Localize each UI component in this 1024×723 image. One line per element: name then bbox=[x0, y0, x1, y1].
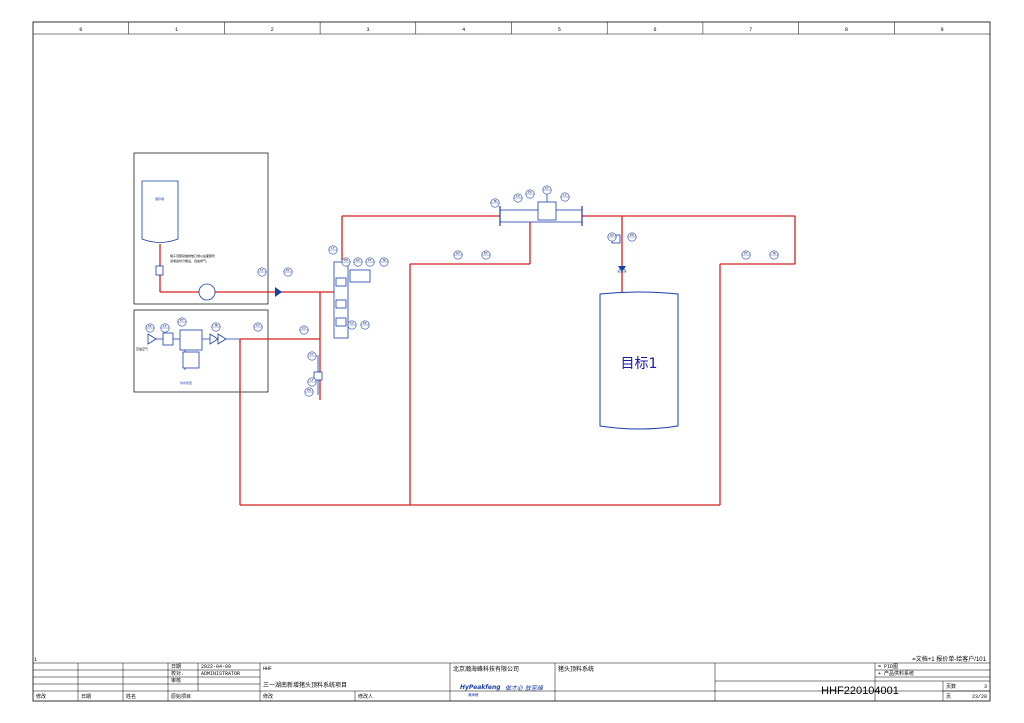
pump-icon bbox=[198, 283, 216, 301]
grid-row-marker: 1 bbox=[34, 657, 37, 663]
instrument-tag: FT bbox=[163, 325, 167, 328]
target-tank-label: 目标1 bbox=[621, 356, 658, 372]
instrument-tag: TE bbox=[772, 252, 776, 255]
motor-icon bbox=[349, 269, 371, 283]
tb-pages-label: 页数 bbox=[946, 683, 956, 690]
instrument-tag: TE bbox=[214, 324, 218, 327]
company-name: 北京瀚海峰科技有限公司 bbox=[453, 665, 519, 673]
source-note-line2: 道或适时分散设，自由排气。 bbox=[170, 258, 209, 263]
target-tank-icon bbox=[599, 291, 679, 430]
grid-column-label: 7 bbox=[749, 27, 752, 33]
instrument-tag: PT bbox=[368, 259, 372, 262]
instrument-tag: FV bbox=[350, 322, 354, 325]
tb-right-line1: = PID图 bbox=[878, 664, 898, 670]
tb-right-line2: + 产品供料系统 bbox=[878, 670, 914, 677]
grid-column-label: 1 bbox=[175, 27, 178, 33]
instrument-tag: PS bbox=[307, 389, 311, 392]
instrument-tag: LT bbox=[331, 247, 335, 250]
instrument-tag: LT bbox=[563, 194, 567, 197]
drawing-number: HHF220104001 bbox=[821, 685, 899, 697]
instrument-tag: FV bbox=[516, 195, 520, 198]
sheet-border bbox=[32, 21, 991, 702]
instrument-tag: PT bbox=[744, 252, 748, 255]
instrument-tag: PI bbox=[528, 191, 532, 194]
tb-date-label: 日期 bbox=[171, 664, 181, 670]
company-slogan: 做才必 放至峰 bbox=[505, 684, 544, 692]
instrument-tag: FT bbox=[260, 269, 264, 272]
instrument-tag: PT bbox=[484, 252, 488, 255]
instrument-tag: TE bbox=[493, 200, 497, 203]
tank-inlet-valve-icon bbox=[618, 266, 626, 272]
tb-code-short: HHF bbox=[263, 666, 272, 672]
tb-page-label: 页 bbox=[946, 694, 951, 700]
tb-page-value: 23/28 bbox=[972, 694, 987, 700]
instrument-tag: PI bbox=[363, 322, 367, 325]
instrument-tag: FV bbox=[302, 327, 306, 330]
instrument-tag: HV bbox=[356, 259, 360, 262]
tb-modifier-label: 修改人 bbox=[358, 693, 373, 700]
system-name: 猪头顶料系统 bbox=[558, 665, 594, 673]
separator-icon bbox=[182, 351, 200, 369]
tb-date-value: 2022-04-09 bbox=[201, 664, 231, 670]
instrument-bubbles: PT TE FV PI FT LT PS HV PT TE FV PI FT LT PS HV PT TE FV PI… bbox=[145, 185, 779, 397]
instrument-tag: FV bbox=[256, 324, 260, 327]
grid-column-label: 2 bbox=[271, 27, 274, 33]
supply-unit-label: 供水装置 bbox=[180, 380, 192, 385]
source-tank-label: 储存罐 bbox=[155, 196, 164, 201]
regulator-icon bbox=[162, 332, 174, 346]
grid-column-label: 5 bbox=[558, 27, 561, 33]
grid-column-label: 9 bbox=[941, 27, 944, 33]
source-skid-box bbox=[133, 152, 269, 305]
grid-column-label: 4 bbox=[462, 27, 465, 33]
instrument-tag: PS bbox=[344, 259, 348, 262]
grid-column-header: 0 1 2 3 4 5 6 7 8 9 bbox=[79, 22, 944, 34]
source-tank-icon bbox=[141, 180, 179, 243]
grid-column-label: 0 bbox=[79, 27, 82, 33]
source-valve-icon bbox=[155, 265, 164, 276]
company-logo-sub: 瀚海峰 bbox=[468, 692, 479, 697]
check-valve-icon bbox=[209, 333, 219, 345]
tb-label-modify: 修改 bbox=[36, 693, 46, 700]
instrument-tag: PT bbox=[180, 319, 184, 322]
instrument-tag: TE bbox=[382, 259, 386, 262]
instrument-tag: FT bbox=[545, 187, 549, 190]
instrument-tag: PS bbox=[630, 234, 634, 237]
tb-pages-value: 3 bbox=[984, 684, 987, 690]
grid-column-label: 8 bbox=[845, 27, 848, 33]
project-name: 三一湖南新增猪头顶料系统项目 bbox=[263, 681, 347, 689]
instrument-tag: LT bbox=[310, 379, 314, 382]
tb-checked-value: ADMINISTRATOR bbox=[201, 671, 240, 677]
inlet-arrow-icon bbox=[147, 333, 157, 345]
tb-checked-label: 校对. bbox=[171, 670, 184, 677]
instrument-tag: FT bbox=[310, 353, 314, 356]
instrument-tag: PI bbox=[286, 269, 290, 272]
tb-approved-label: 审核 bbox=[171, 677, 181, 684]
tb-project-label: 原始项目 bbox=[171, 693, 191, 700]
tb-modify-label: 修改 bbox=[263, 693, 273, 700]
inlet-label: 压缩空气 bbox=[136, 346, 148, 351]
tb-label-date: 日期 bbox=[81, 694, 91, 700]
title-block bbox=[33, 662, 990, 701]
revision-note: =文档+1 报价单-给客户/101 bbox=[912, 655, 986, 663]
tb-label-name: 姓名 bbox=[126, 693, 136, 700]
instrument-tag: HV bbox=[456, 252, 460, 255]
supply-skid-box bbox=[133, 309, 269, 393]
drain-valve-icon bbox=[313, 371, 323, 381]
instrument-tag: PI bbox=[148, 325, 152, 328]
company-logo: HyPeakfeng bbox=[460, 684, 501, 691]
source-note-line1: 罐子顶部接触排放口或以后面部管 bbox=[170, 253, 215, 258]
grid-column-label: 6 bbox=[654, 27, 657, 33]
filter-icon bbox=[179, 329, 203, 351]
instrument-tag: HV bbox=[610, 234, 614, 237]
grid-column-label: 3 bbox=[366, 27, 369, 33]
